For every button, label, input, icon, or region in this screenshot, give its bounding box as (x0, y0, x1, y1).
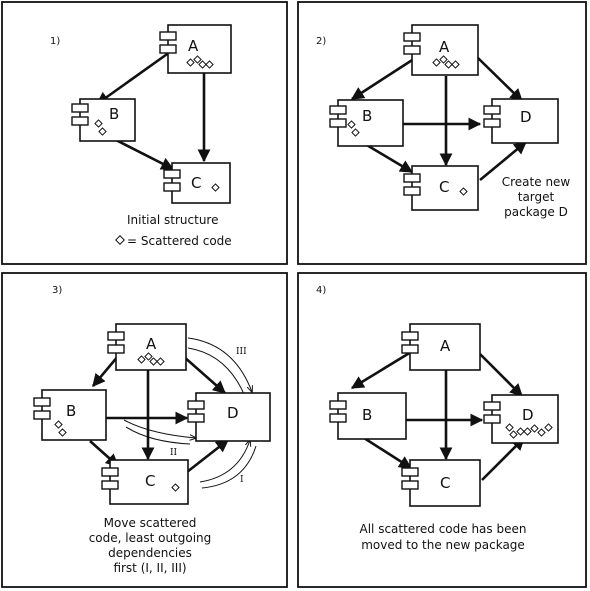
package-c: C (403, 165, 479, 211)
dependency-arrow-c-d (481, 437, 525, 481)
package-b: B (33, 389, 107, 441)
panel-3: 3) III II I A (33, 285, 271, 575)
dependency-arrow-a-b (95, 50, 171, 106)
move-label: I (240, 475, 244, 485)
move-arc-i: I (199, 440, 257, 489)
package-label: C (145, 472, 155, 490)
scattered-code-marks (505, 423, 553, 439)
caption-line: Create new (502, 175, 571, 189)
package-d: D (483, 394, 559, 444)
caption-line: package D (504, 205, 568, 219)
package-label: A (439, 38, 450, 56)
package-b: B (329, 392, 407, 440)
move-arc-ii: II (123, 419, 196, 458)
package-a: A (403, 24, 479, 76)
panel-number: 4) (316, 285, 326, 296)
caption-line: code, least outgoing (89, 531, 212, 545)
caption-line: moved to the new package (361, 538, 525, 552)
package-c: C (401, 459, 481, 507)
panel-2-frame (297, 1, 587, 265)
caption: Initial structure (127, 213, 218, 227)
dependency-arrow-a-b (350, 53, 421, 101)
package-a: A (107, 323, 187, 371)
caption-line: dependencies (108, 546, 192, 560)
legend-diamond-icon (115, 235, 125, 245)
package-a: A (159, 24, 232, 74)
panel-2: 2) A B (316, 24, 571, 219)
package-label: D (520, 108, 532, 126)
scattered-code-mark (171, 483, 180, 492)
panel-3-frame (1, 272, 288, 588)
package-label: B (362, 406, 372, 424)
dependency-arrow-c-d (186, 438, 230, 474)
package-label: D (522, 406, 534, 424)
panel-1: 1) A B (50, 24, 232, 248)
caption-line: All scattered code has been (360, 522, 527, 536)
package-b: B (71, 98, 136, 142)
package-label: C (191, 174, 201, 192)
scattered-code-marks (94, 119, 107, 136)
package-label: A (188, 37, 199, 55)
move-label: III (236, 347, 247, 357)
package-label: B (109, 105, 119, 123)
package-d: D (483, 98, 559, 144)
package-d: D (187, 392, 271, 442)
dependency-arrow-a-d (182, 355, 226, 394)
caption-line: Move scattered (104, 516, 197, 530)
panel-4-frame (297, 272, 587, 588)
package-c: C (163, 162, 231, 204)
dependency-arrow-a-b (350, 347, 417, 390)
package-label: B (66, 402, 76, 420)
move-label: II (170, 448, 178, 458)
caption-line: target (518, 190, 555, 204)
panel-4: 4) A B C D (316, 285, 559, 552)
panel-1-frame (1, 1, 288, 265)
package-label: A (440, 337, 451, 355)
scattered-code-mark (459, 187, 468, 196)
dependency-arrow-a-d (479, 353, 523, 397)
panel-number: 3) (52, 285, 62, 296)
caption-line: first (I, II, III) (113, 561, 186, 575)
panel-number: 2) (316, 36, 326, 47)
package-label: C (439, 178, 449, 196)
package-label: C (440, 474, 450, 492)
package-label: A (146, 335, 157, 353)
package-b: B (329, 99, 404, 147)
package-label: D (227, 404, 239, 422)
scattered-code-marks (137, 352, 165, 366)
package-c: C (101, 459, 189, 505)
scattered-code-mark (211, 183, 220, 192)
dependency-arrow-b-c (109, 135, 175, 171)
dependency-arrow-b-c (363, 436, 413, 470)
package-label: B (362, 107, 372, 125)
dependency-arrow-a-d (477, 57, 523, 102)
scattered-code-marks (347, 120, 360, 137)
scattered-code-marks (432, 55, 460, 69)
dependency-arrow-c-d (479, 140, 528, 182)
move-arc-iii: III (187, 337, 252, 395)
scattered-code-marks (54, 420, 67, 437)
scattered-code-marks (186, 55, 214, 69)
package-a: A (401, 323, 481, 371)
legend-text: = Scattered code (127, 234, 232, 248)
panel-number: 1) (50, 36, 60, 47)
